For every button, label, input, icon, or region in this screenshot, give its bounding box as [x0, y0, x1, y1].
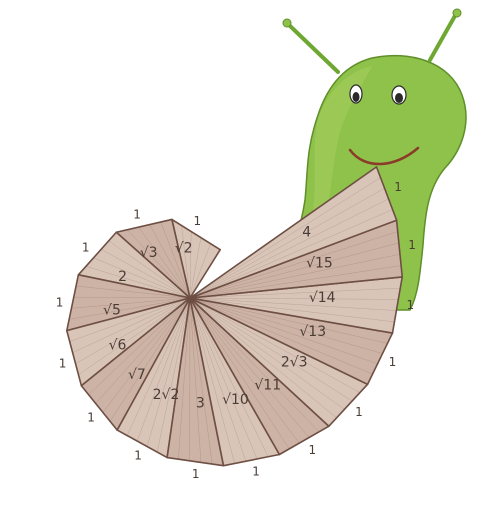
unit-side-label: 1 [408, 238, 416, 252]
unit-side-label: 1 [59, 357, 67, 371]
unit-side-label: 1 [133, 207, 141, 221]
unit-side-label: 1 [394, 180, 402, 194]
unit-side-label: 1 [56, 296, 64, 310]
unit-side-label: 1 [252, 465, 260, 479]
hypotenuse-label: √10 [222, 392, 249, 408]
unit-side-label: 1 [355, 405, 363, 419]
pupil [395, 93, 403, 103]
unit-side-label: 1 [82, 240, 90, 254]
antenna [430, 14, 456, 60]
spiral-shell: √2 √3 2 √5 √6√7 2√2 3 √10 √112√3 √13 √14 √15 4 1 1 1 1 1 1… [56, 167, 416, 481]
unit-side-label: 1 [407, 298, 415, 312]
hypotenuse-label: √14 [309, 290, 336, 306]
unit-side-label: 1 [134, 449, 142, 463]
antenna-tip [283, 19, 291, 27]
hypotenuse-label: 2√2 [153, 387, 180, 403]
pupil [353, 92, 360, 102]
hypotenuse-label: √6 [109, 337, 127, 353]
hypotenuse-label: √2 [175, 240, 193, 256]
antenna [288, 24, 338, 72]
hypotenuse-label: 3 [196, 396, 205, 412]
hypotenuse-label: 2√3 [281, 354, 308, 370]
unit-side-label: 1 [308, 443, 316, 457]
antenna-tip [453, 9, 461, 17]
hypotenuse-label: √5 [103, 302, 121, 318]
hypotenuse-label: 2 [118, 269, 127, 285]
hypotenuse-label: √3 [140, 245, 158, 261]
unit-side-label: 1 [193, 214, 201, 228]
hypotenuse-label: √15 [306, 256, 333, 272]
unit-side-label: 1 [192, 467, 200, 481]
hypotenuse-label: √13 [299, 324, 326, 340]
unit-side-label: 1 [389, 355, 397, 369]
unit-side-label: 1 [87, 410, 95, 424]
hypotenuse-label: √7 [128, 367, 146, 383]
hypotenuse-label: √11 [254, 378, 281, 394]
hypotenuse-label: 4 [302, 224, 311, 240]
